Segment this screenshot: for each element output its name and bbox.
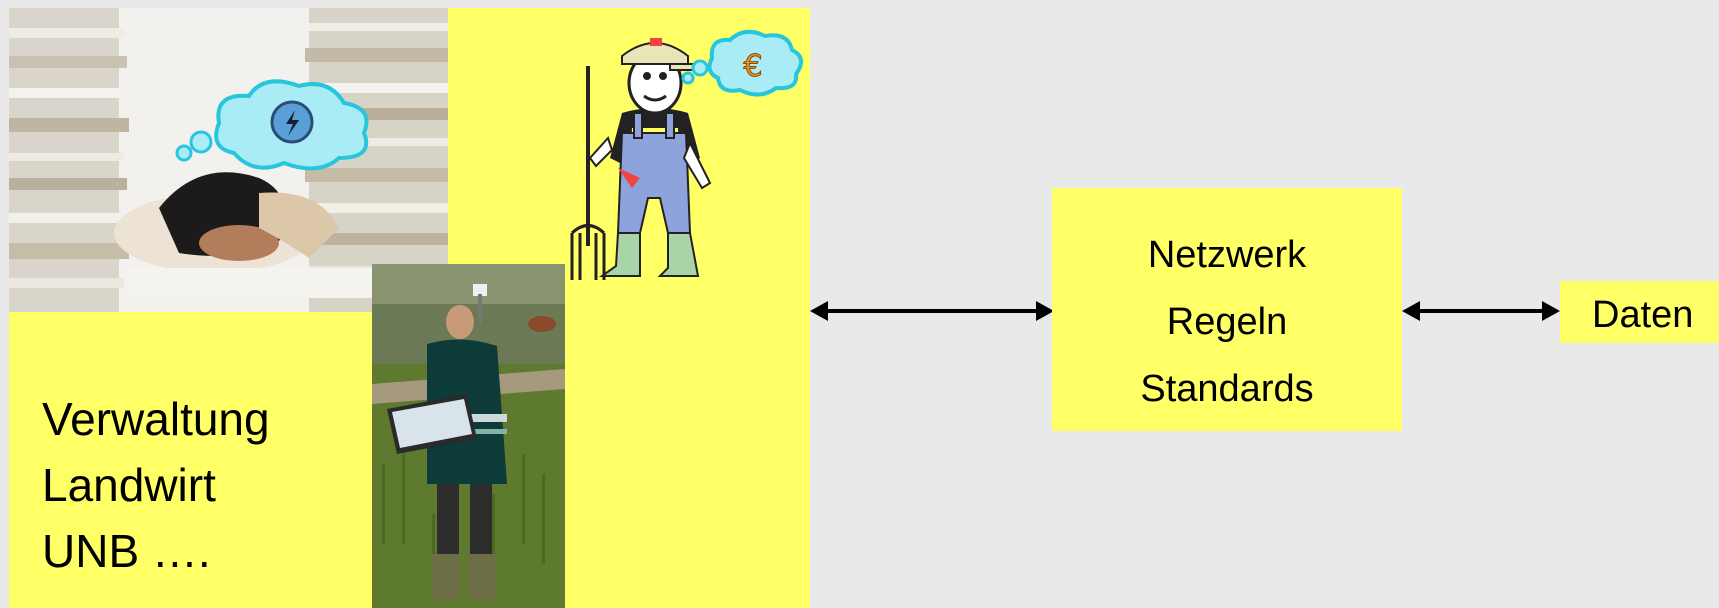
center-line-standards: Standards (1140, 368, 1314, 410)
svg-text:€: € (743, 49, 762, 84)
thought-bubble-euro-icon: € (681, 29, 804, 97)
label-unb: UNB …. (42, 525, 211, 577)
center-line-netzwerk: Netzwerk (1147, 234, 1307, 276)
farmer-with-pitchfork-icon: € (560, 18, 810, 286)
left-label-list: Verwaltung Landwirt UNB …. (42, 386, 270, 584)
center-box: Netzwerk Regeln Standards (1052, 188, 1402, 431)
photo-paper-stacks (9, 8, 448, 312)
center-line-regeln: Regeln (1166, 301, 1288, 343)
label-landwirt: Landwirt (42, 459, 216, 511)
double-arrow-left (810, 301, 1054, 321)
photo-field-worker (372, 264, 565, 608)
daten-label: Daten (1592, 294, 1694, 336)
label-verwaltung: Verwaltung (42, 393, 270, 445)
double-arrow-right (1402, 301, 1560, 321)
thought-bubble-lightning-icon (175, 79, 369, 171)
daten-box: Daten (1560, 281, 1719, 343)
